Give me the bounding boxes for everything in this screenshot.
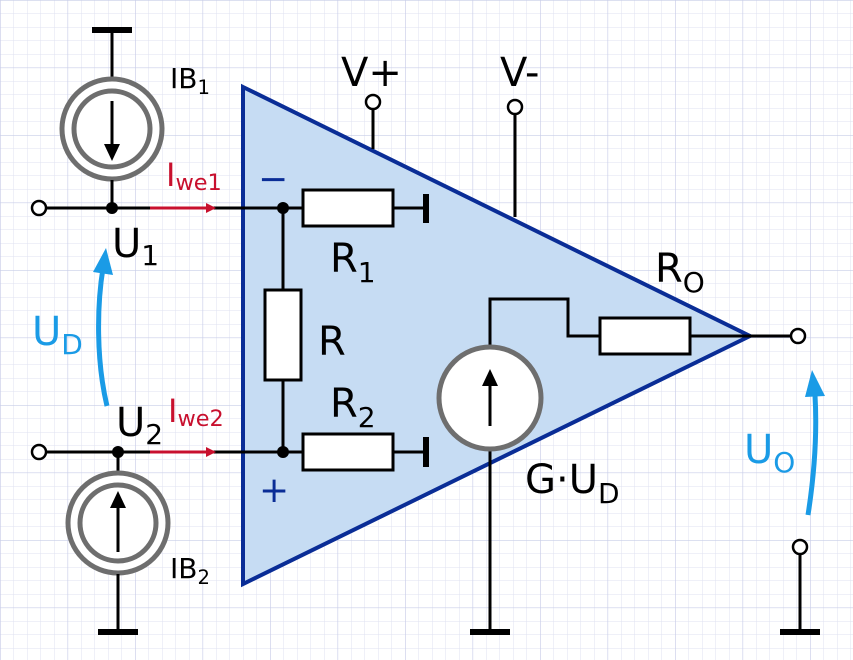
ud-arrow-shaft [96, 267, 110, 407]
input2-terminal [30, 443, 48, 461]
r-resistor [263, 288, 303, 382]
noninverting-input-sign: + [259, 470, 289, 511]
r2-resistor [301, 432, 395, 472]
iwe1-label: Iwe1 [166, 156, 222, 196]
inverting-input-sign: − [258, 159, 288, 200]
uo-label: UO [744, 427, 795, 479]
r1-resistor [301, 188, 395, 228]
u2-label: U2 [116, 400, 163, 451]
ib2-label: IB2 [170, 552, 210, 589]
ro-resistor [598, 316, 692, 356]
iwe2-label: Iwe2 [168, 392, 224, 432]
ud-arrowhead [93, 248, 113, 275]
r-label: R [318, 319, 346, 365]
input1-terminal [30, 199, 48, 217]
ud-label: UD [32, 309, 83, 361]
ib1-label: IB1 [170, 62, 210, 99]
ib1-arrowhead [104, 144, 120, 161]
ro-label: RO [655, 246, 705, 299]
gain-arrowhead [482, 369, 498, 386]
v-minus-terminal [506, 98, 524, 116]
output-ref-terminal [791, 538, 809, 556]
uo-arrow-shaft [805, 394, 819, 516]
v-minus-label: V- [500, 50, 539, 96]
output-terminal [789, 327, 807, 345]
ib2-arrowhead [110, 491, 126, 508]
uo-arrowhead [805, 370, 825, 397]
r2-label: R2 [330, 381, 376, 434]
gain-label: G·UD [525, 457, 620, 510]
r1-label: R1 [330, 236, 376, 289]
v-plus-terminal [364, 93, 382, 111]
u1-label: U1 [112, 221, 159, 272]
gain-wire-up [488, 297, 600, 348]
v-plus-label: V+ [341, 50, 402, 96]
